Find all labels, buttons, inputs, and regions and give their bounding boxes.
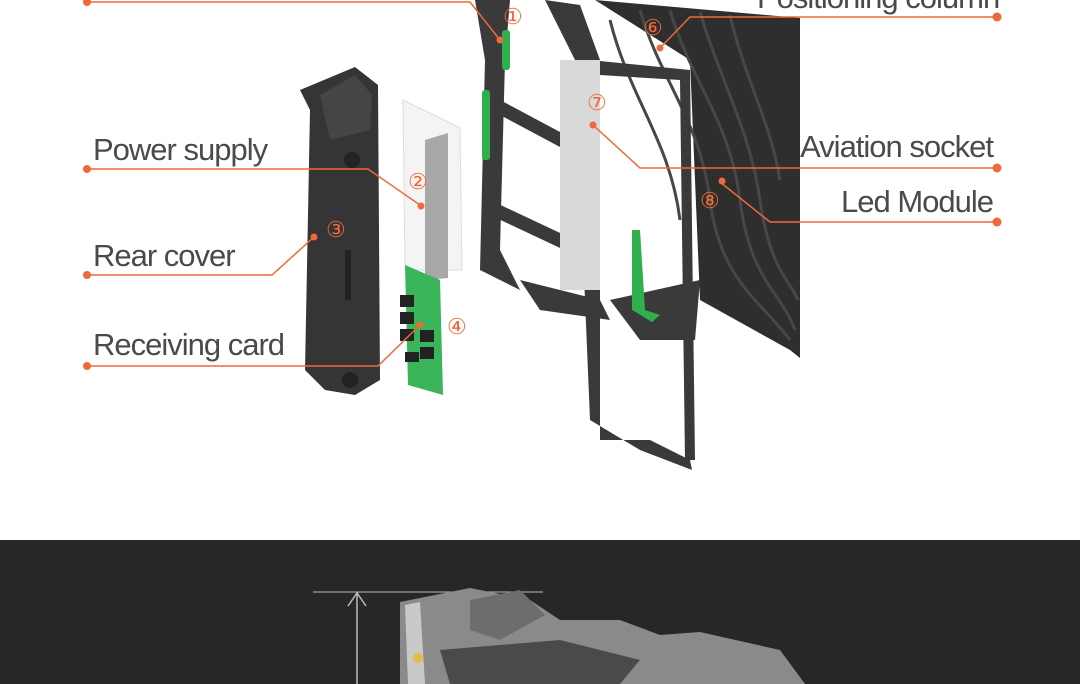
frame-plate: [560, 60, 600, 290]
label-power-supply: Power supply: [93, 132, 268, 167]
cabinet-illustration: [83, 0, 1002, 470]
marker-3: ③: [326, 217, 346, 242]
label-aviation-socket: Aviation socket: [800, 129, 994, 164]
marker-2: ②: [408, 169, 428, 194]
marker-4: ④: [447, 314, 467, 339]
leader-lines: [87, 1, 997, 367]
dimension-panel: [0, 540, 1080, 684]
rear-cover: [300, 67, 380, 395]
label-led-module: Led Module: [840, 184, 994, 219]
exploded-diagram: Positioning column Power supply Aviation…: [83, 0, 1002, 470]
arrow-up-icon: [347, 591, 367, 607]
marker-1: ①: [503, 4, 523, 29]
marker-7: ⑦: [587, 90, 607, 115]
label-rear-cover: Rear cover: [93, 238, 236, 273]
green-handle: [482, 90, 490, 160]
led-module-panel: [595, 0, 800, 358]
label-positioning-column: Positioning column: [757, 0, 1000, 13]
leader-dots: [83, 0, 1002, 370]
label-receiving-card: Receiving card: [93, 327, 285, 362]
marker-8: ⑧: [700, 188, 720, 213]
cabinet-side-illustration: [313, 588, 805, 684]
marker-6: ⑥: [643, 15, 663, 40]
